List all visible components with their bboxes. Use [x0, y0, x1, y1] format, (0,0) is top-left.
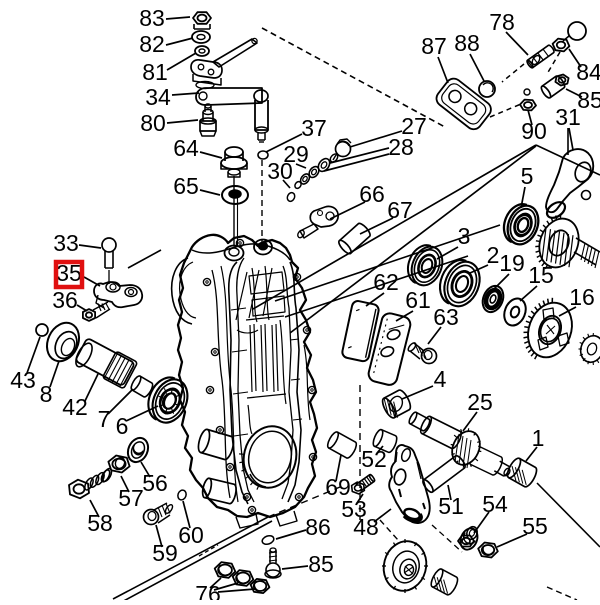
svg-text:2: 2 [487, 242, 500, 268]
svg-text:76: 76 [195, 581, 221, 600]
svg-text:66: 66 [359, 181, 385, 207]
svg-text:31: 31 [555, 104, 581, 130]
svg-text:81: 81 [142, 59, 168, 85]
svg-text:16: 16 [569, 284, 595, 310]
svg-text:67: 67 [387, 197, 413, 223]
svg-text:63: 63 [433, 304, 459, 330]
svg-text:78: 78 [489, 9, 515, 35]
svg-text:62: 62 [373, 269, 399, 295]
svg-text:6: 6 [116, 413, 129, 439]
svg-text:36: 36 [52, 287, 78, 313]
svg-text:87: 87 [421, 33, 447, 59]
svg-text:43: 43 [10, 367, 36, 393]
svg-text:58: 58 [87, 510, 113, 536]
svg-text:60: 60 [178, 522, 204, 548]
svg-text:5: 5 [521, 163, 534, 189]
svg-text:57: 57 [118, 485, 144, 511]
svg-text:52: 52 [361, 446, 387, 472]
svg-text:8: 8 [40, 381, 53, 407]
svg-text:85: 85 [308, 551, 334, 577]
svg-text:86: 86 [305, 514, 331, 540]
svg-text:25: 25 [467, 389, 493, 415]
svg-text:55: 55 [522, 513, 548, 539]
svg-text:33: 33 [53, 230, 79, 256]
svg-text:83: 83 [139, 5, 165, 31]
svg-text:51: 51 [438, 493, 464, 519]
svg-text:1: 1 [532, 425, 545, 451]
svg-text:34: 34 [145, 84, 171, 110]
svg-text:28: 28 [388, 134, 414, 160]
svg-text:82: 82 [139, 31, 165, 57]
svg-text:48: 48 [353, 514, 379, 540]
svg-text:42: 42 [62, 394, 88, 420]
svg-text:88: 88 [454, 30, 480, 56]
svg-text:84: 84 [576, 59, 600, 85]
svg-text:19: 19 [499, 250, 525, 276]
svg-text:65: 65 [173, 173, 199, 199]
svg-text:61: 61 [405, 287, 431, 313]
svg-text:15: 15 [528, 262, 554, 288]
svg-text:80: 80 [140, 110, 166, 136]
svg-text:54: 54 [482, 491, 508, 517]
svg-text:64: 64 [173, 135, 199, 161]
svg-text:59: 59 [152, 540, 178, 566]
svg-text:56: 56 [142, 470, 168, 496]
svg-text:90: 90 [521, 118, 547, 144]
svg-text:37: 37 [301, 115, 327, 141]
svg-text:4: 4 [434, 366, 447, 392]
svg-text:3: 3 [458, 223, 471, 249]
svg-text:30: 30 [267, 158, 293, 184]
svg-text:7: 7 [98, 406, 111, 432]
